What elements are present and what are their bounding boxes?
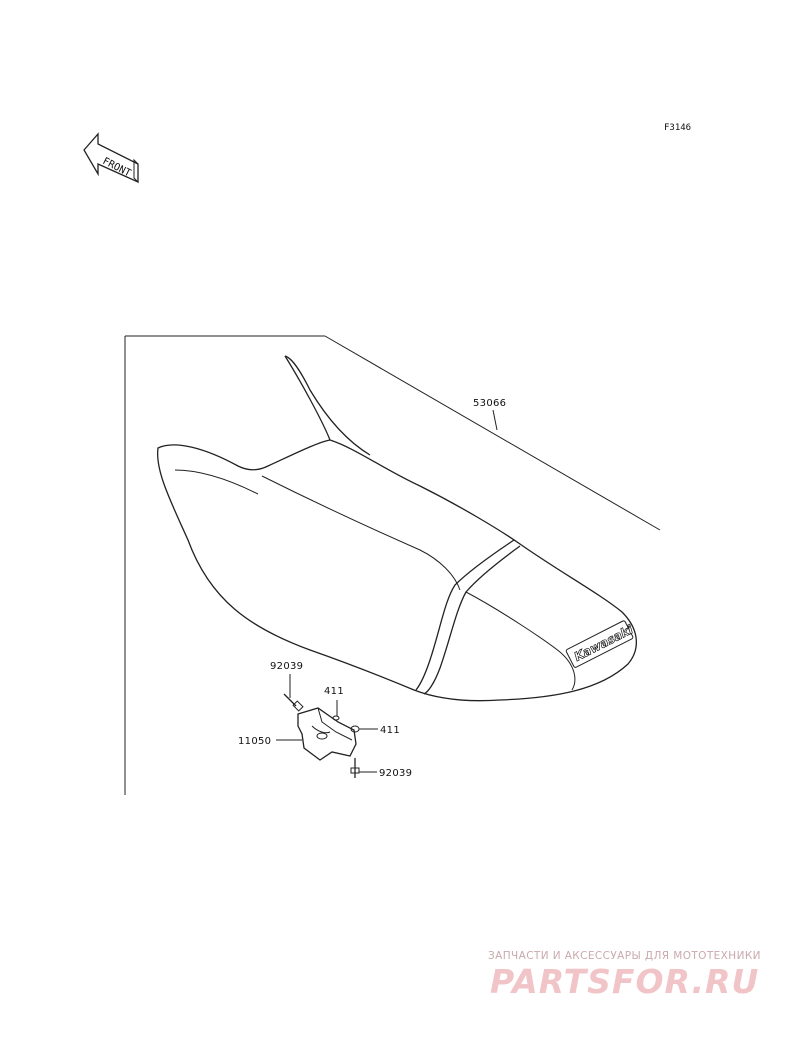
seat-bracket-assembly — [276, 674, 378, 778]
bolt-icon — [283, 693, 304, 712]
watermark-logo: PARTSFOR.RU — [490, 962, 760, 1001]
collar-icon — [350, 725, 378, 733]
seat-drawing: Kawasaki — [156, 355, 637, 702]
part-number-bolt-bottom: 92039 — [379, 768, 412, 779]
watermark-caption: ЗАПЧАСТИ И АКСЕССУАРЫ ДЛЯ МОТОТЕХНИКИ — [488, 950, 761, 962]
seat-brand-label: Kawasaki — [572, 622, 636, 664]
bolt-icon — [350, 758, 377, 778]
part-number-bolt-top: 92039 — [270, 661, 303, 672]
part-number-bracket: 11050 — [238, 736, 271, 747]
figure-code: F3146 — [664, 123, 691, 133]
part-number-seat: 53066 — [473, 398, 506, 409]
part-number-collar-right: 411 — [380, 725, 400, 736]
part-number-collar-top: 411 — [324, 686, 344, 697]
front-arrow-icon: FRONT — [83, 132, 139, 184]
collar-icon — [332, 700, 340, 721]
assembly-frame — [124, 335, 661, 795]
